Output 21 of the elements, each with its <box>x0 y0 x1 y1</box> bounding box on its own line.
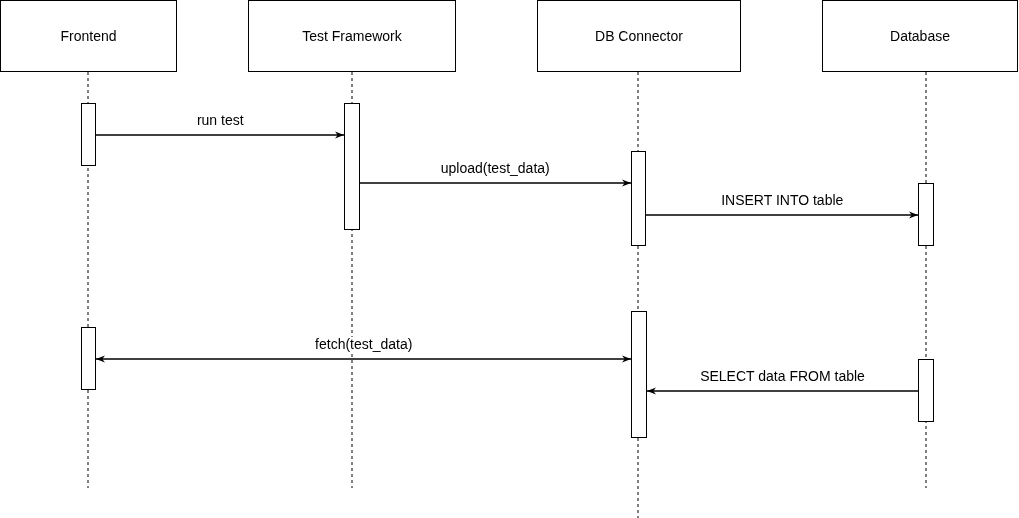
participant-box: Test Framework <box>248 0 456 72</box>
activation-bar <box>631 151 646 246</box>
activation-bar <box>631 311 647 438</box>
participant-box: Frontend <box>0 0 177 72</box>
participant-box: DB Connector <box>537 0 741 72</box>
arrow <box>95 355 632 363</box>
edge-label: run test <box>194 113 246 127</box>
edge-label: INSERT INTO table <box>719 193 846 207</box>
participant-box: Database <box>822 0 1018 72</box>
activation-bar <box>918 359 934 422</box>
activation-bar <box>918 183 934 246</box>
arrow <box>95 131 345 139</box>
arrow <box>646 387 919 395</box>
arrow <box>359 179 632 187</box>
edge-label: upload(test_data) <box>438 161 552 175</box>
edge-label: SELECT data FROM table <box>698 369 867 383</box>
arrow <box>645 211 919 219</box>
activation-bar <box>81 327 96 390</box>
edge-label: fetch(test_data) <box>313 337 415 351</box>
activation-bar <box>344 103 360 230</box>
activation-bar <box>81 103 96 166</box>
